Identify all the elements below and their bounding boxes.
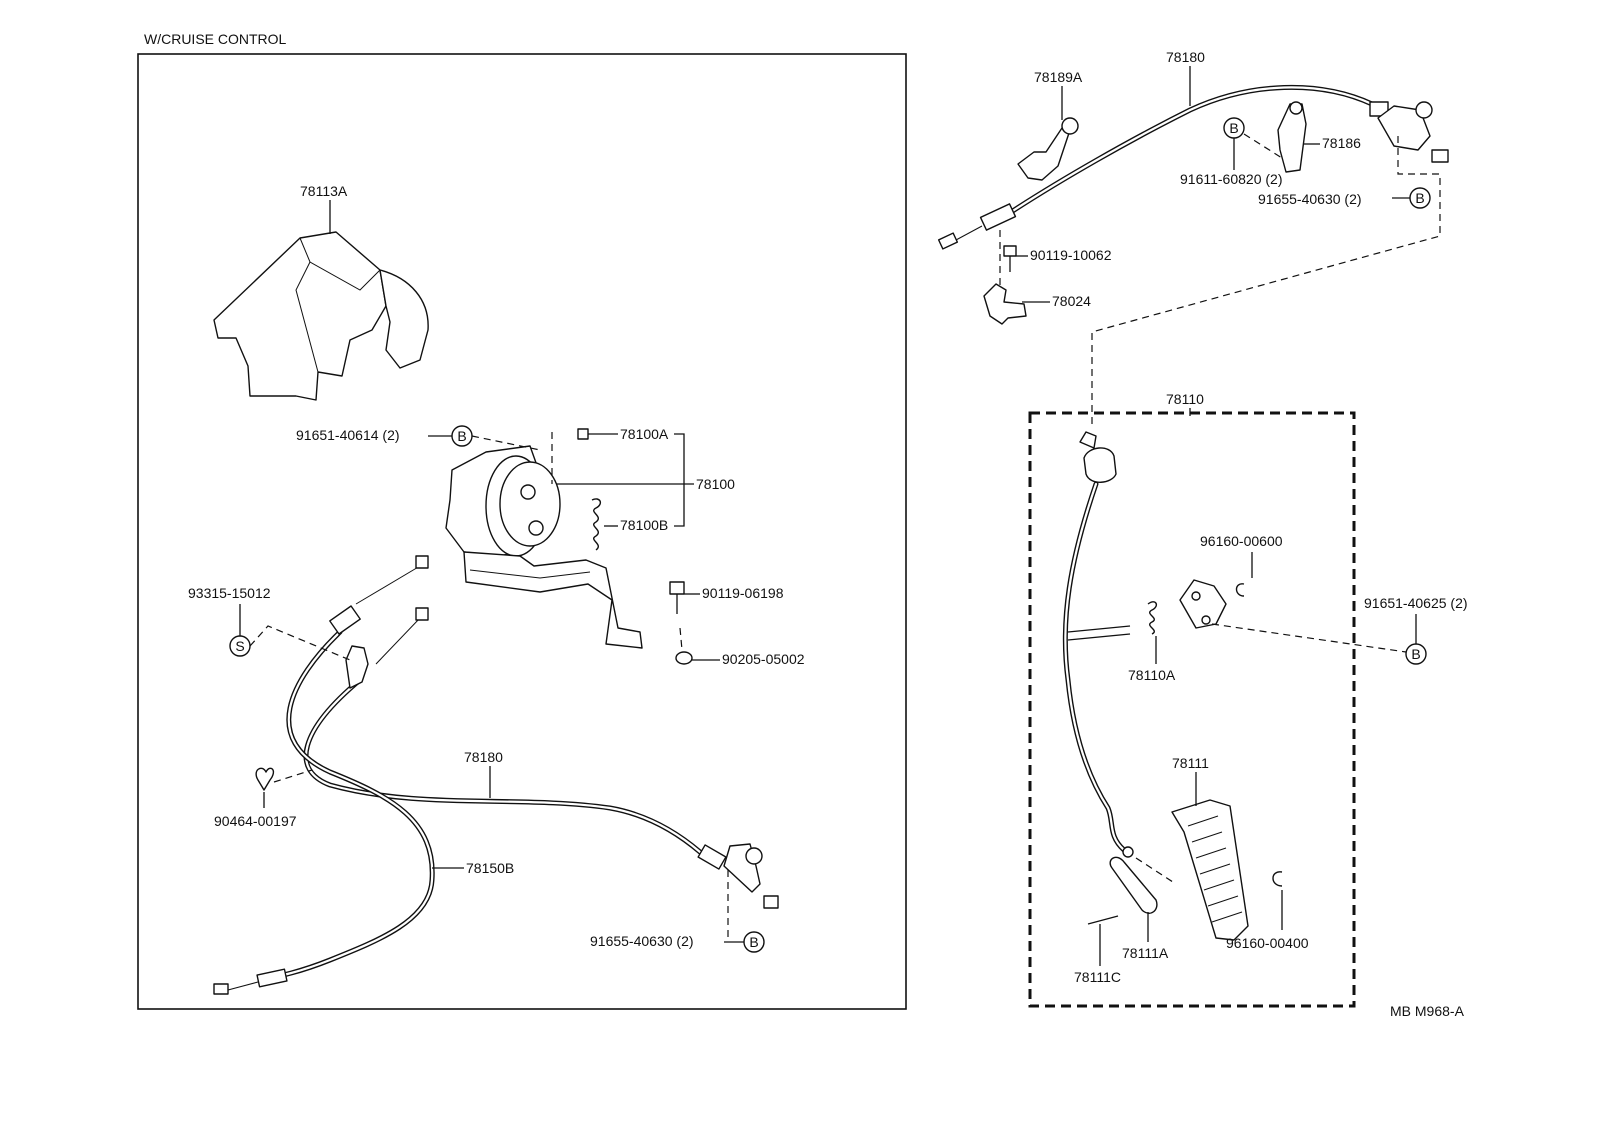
label-90119-06198: 90119-06198 xyxy=(702,585,784,601)
pedal-assembly-frame xyxy=(1028,411,1356,1008)
clip-90464-00197-drawing xyxy=(255,767,275,791)
label-78180-left: 78180 xyxy=(464,749,503,765)
label-96160-00400: 96160-00400 xyxy=(1226,935,1309,951)
nut-90205-05002-drawing xyxy=(675,651,693,665)
bracket-78189A-drawing xyxy=(1017,117,1079,181)
bracket-78186-drawing xyxy=(1277,101,1307,173)
part-78100A-drawing xyxy=(577,428,589,440)
label-91655-40630-left: 91655-40630 (2) xyxy=(590,933,694,949)
label-90464-00197: 90464-00197 xyxy=(214,813,297,829)
clip-96160-00400-drawing xyxy=(1272,871,1283,887)
label-78100: 78100 xyxy=(696,476,735,492)
cable-78180-right-drawing xyxy=(937,84,1449,250)
bolt-ref-b-5 xyxy=(1405,643,1427,665)
dash-nut xyxy=(679,627,683,651)
label-78186: 78186 xyxy=(1322,135,1361,151)
label-90119-10062: 90119-10062 xyxy=(1030,247,1112,263)
dash-93315-15012 xyxy=(249,625,351,661)
label-78100A: 78100A xyxy=(620,426,669,442)
clip-96160-00600-drawing xyxy=(1235,583,1245,597)
label-91611-60820: 91611-60820 (2) xyxy=(1180,171,1282,187)
pedal-lever-78110-drawing xyxy=(1062,431,1134,858)
label-78150B: 78150B xyxy=(466,860,514,876)
bolt-ref-b-5-letter: B xyxy=(1411,646,1420,662)
label-78111A: 78111A xyxy=(1122,945,1169,961)
label-78111C: 78111C xyxy=(1074,969,1121,985)
label-78024: 78024 xyxy=(1052,293,1091,309)
bolt-90119-06198-drawing xyxy=(669,581,685,614)
screw-ref-s-letter: S xyxy=(235,638,244,654)
label-96160-00600: 96160-00600 xyxy=(1200,533,1283,549)
label-78110: 78110 xyxy=(1166,391,1204,407)
bracket-78100 xyxy=(674,433,685,527)
label-78111: 78111 xyxy=(1172,755,1209,771)
spring-78111A-drawing xyxy=(1109,856,1158,914)
cable-joint-drawing xyxy=(345,645,369,689)
label-78110A: 78110A xyxy=(1128,667,1176,683)
bolt-ref-b-2 xyxy=(743,931,765,953)
bolt-90119-10062-drawing xyxy=(1003,245,1017,272)
bracket-78024-drawing xyxy=(983,283,1027,325)
label-91651-40614: 91651-40614 (2) xyxy=(296,427,400,443)
pin-78111C-drawing xyxy=(1087,915,1119,925)
drawing-code: MB M968-A xyxy=(1390,1003,1465,1019)
label-91651-40625: 91651-40625 (2) xyxy=(1364,595,1468,611)
dash-91651-40625 xyxy=(1211,623,1407,653)
cruise-control-frame xyxy=(137,53,907,1010)
bolt-ref-b-4 xyxy=(1409,187,1431,209)
label-78113A: 78113A xyxy=(300,183,348,199)
bolt-ref-b-2-letter: B xyxy=(749,934,758,950)
label-78180-right: 78180 xyxy=(1166,49,1205,65)
label-93315-15012: 93315-15012 xyxy=(188,585,271,601)
label-90205-05002: 90205-05002 xyxy=(722,651,805,667)
label-78189A: 78189A xyxy=(1034,69,1083,85)
dash-90464-00197 xyxy=(273,769,313,783)
dash-cable-to-pedal xyxy=(1091,136,1441,424)
spring-78110A-drawing xyxy=(1147,601,1158,635)
dash-91611-60820 xyxy=(1243,133,1283,159)
cable-78180-left-drawing xyxy=(303,607,779,909)
bolt-ref-b-1-letter: B xyxy=(457,428,466,444)
label-78100B: 78100B xyxy=(620,517,668,533)
actuator-78100-drawing xyxy=(445,445,643,649)
pedal-pad-78111-drawing xyxy=(1171,799,1249,941)
cruise-control-heading: W/CRUISE CONTROL xyxy=(144,31,287,47)
dash-pedal-pad xyxy=(1135,857,1177,885)
label-91655-40630-right: 91655-40630 (2) xyxy=(1258,191,1362,207)
bolt-ref-b-4-letter: B xyxy=(1415,190,1424,206)
cable-78150B-drawing xyxy=(213,555,435,995)
bolt-ref-b-3-letter: B xyxy=(1229,120,1238,136)
cover-78113A-drawing xyxy=(213,231,429,401)
stopper-plate-drawing xyxy=(1179,579,1227,629)
